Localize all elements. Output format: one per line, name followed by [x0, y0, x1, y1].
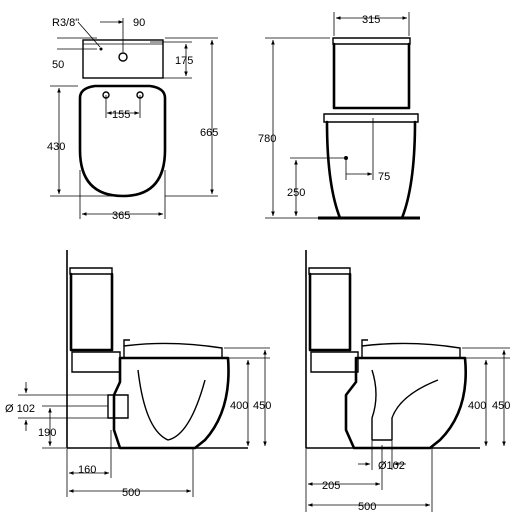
bowl-side-left — [107, 356, 230, 450]
water-inlet — [99, 47, 103, 51]
dim-315: 315 — [362, 14, 380, 26]
side-view-right: 400 450 Ø102 205 500 — [305, 250, 510, 513]
dim-d102-right: Ø102 — [378, 460, 405, 472]
dim-450-right: 450 — [492, 400, 510, 412]
front-view: 315 780 250 75 — [258, 12, 420, 220]
dim-175: 175 — [175, 55, 193, 67]
dim-500-left: 500 — [122, 487, 140, 499]
cistern-side-left — [69, 267, 121, 373]
seat-front — [323, 113, 419, 123]
dim-90: 90 — [133, 17, 145, 29]
bowl-side-right — [344, 356, 467, 450]
cistern-side-right — [308, 267, 359, 373]
dim-190-left: 190 — [38, 427, 56, 439]
dim-500-right: 500 — [358, 501, 376, 513]
side-view-left: Ø 102 190 400 450 160 500 — [5, 250, 271, 499]
seat-side-right — [361, 339, 461, 359]
dim-780: 780 — [258, 133, 276, 145]
dim-430: 430 — [47, 141, 65, 153]
outlet-spigot-left — [107, 394, 129, 419]
dim-205-right: 205 — [322, 480, 340, 492]
top-view: R3/8" 90 50 175 155 430 665 365 — [47, 17, 218, 222]
cistern-front — [332, 37, 411, 110]
dim-75: 75 — [378, 171, 390, 183]
dim-155: 155 — [112, 109, 130, 121]
flush-hole — [118, 52, 128, 62]
dim-d102-left: Ø 102 — [5, 403, 35, 415]
dim-665: 665 — [200, 127, 218, 139]
dim-450-left: 450 — [253, 400, 271, 412]
dim-r38: R3/8" — [52, 17, 79, 29]
dim-160-left: 160 — [78, 464, 96, 476]
pedestal-front — [325, 120, 417, 220]
dim-400-left: 400 — [230, 400, 248, 412]
dim-250: 250 — [287, 187, 305, 199]
dim-365: 365 — [112, 210, 130, 222]
drain-point — [344, 156, 348, 160]
seat-side-left — [123, 339, 223, 359]
dim-50: 50 — [52, 59, 64, 71]
dim-400-right: 400 — [468, 400, 486, 412]
bowl-plan — [78, 84, 167, 198]
